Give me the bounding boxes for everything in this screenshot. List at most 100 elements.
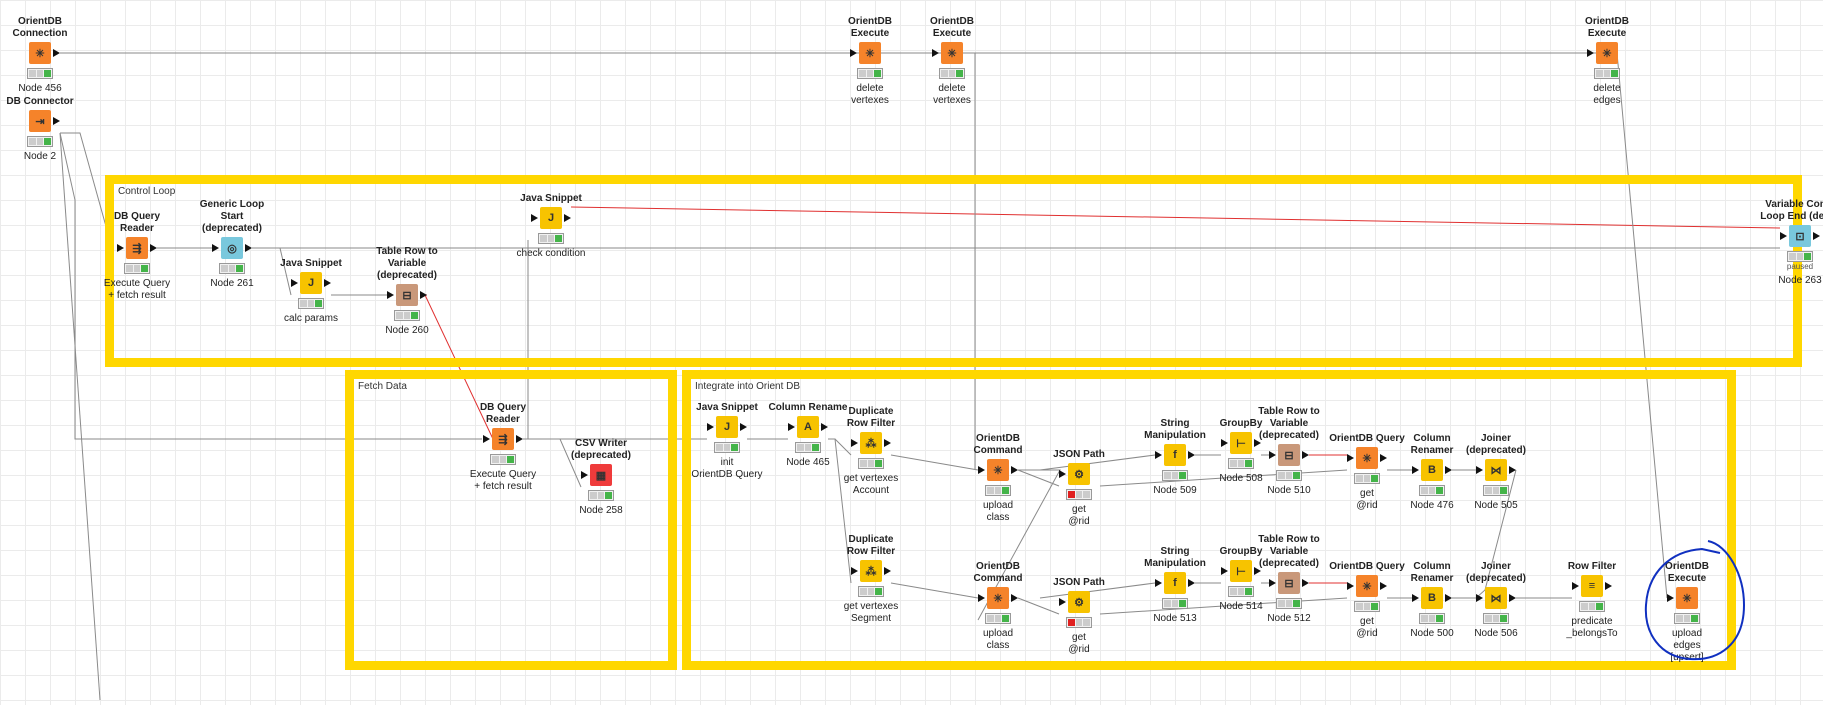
duplicate-filter-icon[interactable]: ⁂ bbox=[860, 432, 882, 454]
node-qr1[interactable]: DB Query Reader⇶Execute Query + fetch re… bbox=[97, 211, 177, 302]
input-port-icon[interactable] bbox=[1572, 582, 1579, 590]
java-snippet-icon[interactable]: J bbox=[540, 207, 562, 229]
output-port-icon[interactable] bbox=[1011, 594, 1018, 602]
input-port-icon[interactable] bbox=[788, 423, 795, 431]
joiner-icon[interactable]: ⋈ bbox=[1485, 587, 1507, 609]
input-port-icon[interactable] bbox=[1221, 439, 1228, 447]
output-port-icon[interactable] bbox=[564, 214, 571, 222]
node-n258[interactable]: CSV Writer (deprecated)▦Node 258 bbox=[561, 438, 641, 517]
input-port-icon[interactable] bbox=[387, 291, 394, 299]
output-port-icon[interactable] bbox=[1445, 594, 1452, 602]
column-renamer-icon[interactable]: B bbox=[1421, 587, 1443, 609]
node-cmd1[interactable]: OrientDB Command✳upload class bbox=[958, 433, 1038, 524]
annotation-integrate[interactable]: Integrate into Orient DB bbox=[682, 370, 1736, 670]
input-port-icon[interactable] bbox=[851, 439, 858, 447]
connection-line[interactable] bbox=[570, 206, 1781, 229]
input-port-icon[interactable] bbox=[1155, 579, 1162, 587]
input-port-icon[interactable] bbox=[212, 244, 219, 252]
output-port-icon[interactable] bbox=[1605, 582, 1612, 590]
input-port-icon[interactable] bbox=[1667, 594, 1674, 602]
output-port-icon[interactable] bbox=[150, 244, 157, 252]
output-port-icon[interactable] bbox=[516, 435, 523, 443]
row-filter-icon[interactable]: ≡ bbox=[1581, 575, 1603, 597]
connection-line[interactable] bbox=[828, 438, 852, 584]
output-port-icon[interactable] bbox=[1445, 466, 1452, 474]
csv-writer-icon[interactable]: ▦ bbox=[590, 464, 612, 486]
node-jp1[interactable]: JSON Path⚙get @rid bbox=[1039, 449, 1119, 528]
row-to-variable-icon[interactable]: ⊟ bbox=[1278, 444, 1300, 466]
output-port-icon[interactable] bbox=[420, 291, 427, 299]
input-port-icon[interactable] bbox=[1059, 598, 1066, 606]
input-port-icon[interactable] bbox=[707, 423, 714, 431]
db-reader-icon[interactable]: ⇶ bbox=[492, 428, 514, 450]
input-port-icon[interactable] bbox=[1155, 451, 1162, 459]
connection-line[interactable] bbox=[59, 132, 482, 440]
output-port-icon[interactable] bbox=[884, 439, 891, 447]
output-port-icon[interactable] bbox=[740, 423, 747, 431]
input-port-icon[interactable] bbox=[1412, 594, 1419, 602]
orientdb-icon[interactable]: ✳ bbox=[1676, 587, 1698, 609]
output-port-icon[interactable] bbox=[1302, 451, 1309, 459]
input-port-icon[interactable] bbox=[1269, 579, 1276, 587]
connection-line[interactable] bbox=[1099, 597, 1348, 615]
input-port-icon[interactable] bbox=[932, 49, 939, 57]
node-n506[interactable]: Joiner (deprecated)⋈Node 506 bbox=[1456, 561, 1536, 640]
output-port-icon[interactable] bbox=[1302, 579, 1309, 587]
json-path-icon[interactable]: ⚙ bbox=[1068, 463, 1090, 485]
loop-start-icon[interactable]: ◎ bbox=[221, 237, 243, 259]
node-n263[interactable]: Variable Condi Loop End (depre⊡pausedNod… bbox=[1760, 199, 1823, 287]
input-port-icon[interactable] bbox=[978, 466, 985, 474]
connection-line[interactable] bbox=[1039, 582, 1156, 599]
output-port-icon[interactable] bbox=[1188, 451, 1195, 459]
orientdb-icon[interactable]: ✳ bbox=[29, 42, 51, 64]
column-renamer-icon[interactable]: B bbox=[1421, 459, 1443, 481]
input-port-icon[interactable] bbox=[1269, 451, 1276, 459]
connection-line[interactable] bbox=[1039, 454, 1156, 471]
node-n510[interactable]: Table Row to Variable (deprecated)⊟Node … bbox=[1249, 406, 1329, 497]
node-exec_up[interactable]: OrientDB Execute✳upload edges [upsert] bbox=[1647, 561, 1727, 664]
node-rf[interactable]: Row Filter≡predicate _belongsTo bbox=[1552, 561, 1632, 640]
node-n508[interactable]: GroupBy⊢Node 508 bbox=[1201, 418, 1281, 485]
orientdb-icon[interactable]: ✳ bbox=[987, 459, 1009, 481]
output-port-icon[interactable] bbox=[1188, 579, 1195, 587]
connection-line[interactable] bbox=[890, 582, 979, 599]
output-port-icon[interactable] bbox=[1254, 439, 1261, 447]
output-port-icon[interactable] bbox=[245, 244, 252, 252]
column-rename-icon[interactable]: A bbox=[797, 416, 819, 438]
node-qr2[interactable]: DB Query Reader⇶Execute Query + fetch re… bbox=[463, 402, 543, 493]
node-exec_de[interactable]: OrientDB Execute✳delete edges bbox=[1567, 16, 1647, 107]
orientdb-icon[interactable]: ✳ bbox=[1596, 42, 1618, 64]
output-port-icon[interactable] bbox=[821, 423, 828, 431]
loop-end-icon[interactable]: ⊡ bbox=[1789, 225, 1811, 247]
row-to-variable-icon[interactable]: ⊟ bbox=[396, 284, 418, 306]
node-jp2[interactable]: JSON Path⚙get @rid bbox=[1039, 577, 1119, 656]
input-port-icon[interactable] bbox=[1059, 470, 1066, 478]
node-exec_dv2[interactable]: OrientDB Execute✳delete vertexes bbox=[912, 16, 992, 107]
output-port-icon[interactable] bbox=[1509, 594, 1516, 602]
db-connector-icon[interactable]: ⇥ bbox=[29, 110, 51, 132]
output-port-icon[interactable] bbox=[1380, 454, 1387, 462]
input-port-icon[interactable] bbox=[1412, 466, 1419, 474]
output-port-icon[interactable] bbox=[324, 279, 331, 287]
output-port-icon[interactable] bbox=[53, 49, 60, 57]
output-port-icon[interactable] bbox=[884, 567, 891, 575]
connection-line[interactable] bbox=[59, 132, 101, 701]
annotation-fetch-data[interactable]: Fetch Data bbox=[345, 370, 677, 670]
java-snippet-icon[interactable]: J bbox=[300, 272, 322, 294]
input-port-icon[interactable] bbox=[850, 49, 857, 57]
input-port-icon[interactable] bbox=[581, 471, 588, 479]
orientdb-icon[interactable]: ✳ bbox=[941, 42, 963, 64]
connection-line[interactable] bbox=[1616, 52, 1668, 599]
node-n512[interactable]: Table Row to Variable (deprecated)⊟Node … bbox=[1249, 534, 1329, 625]
orientdb-icon[interactable]: ✳ bbox=[859, 42, 881, 64]
input-port-icon[interactable] bbox=[851, 567, 858, 575]
connection-line[interactable] bbox=[523, 438, 582, 488]
string-manipulation-icon[interactable]: f bbox=[1164, 444, 1186, 466]
input-port-icon[interactable] bbox=[117, 244, 124, 252]
